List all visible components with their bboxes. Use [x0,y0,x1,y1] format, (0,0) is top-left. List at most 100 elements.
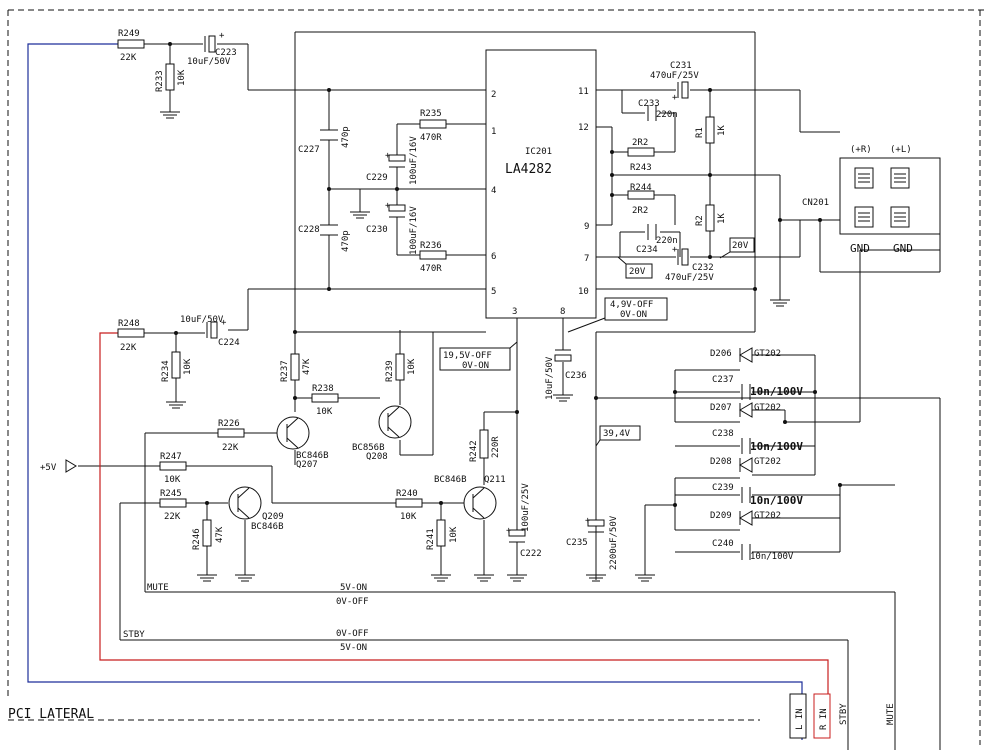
svg-text:22K: 22K [120,53,137,63]
svg-text:22K: 22K [222,443,239,453]
svg-text:470uF/25V: 470uF/25V [665,273,714,283]
svg-text:R245: R245 [160,489,182,499]
connector-gnd-right: GND [893,242,913,255]
r-in-wire [99,332,829,698]
svg-text:10n/100V: 10n/100V [750,385,803,398]
svg-text:10K: 10K [449,526,459,543]
svg-text:+: + [221,318,227,328]
svg-text:C234: C234 [636,245,658,255]
svg-text:220n: 220n [656,110,678,120]
svg-text:10n/100V: 10n/100V [750,494,803,507]
svg-text:Q208: Q208 [366,452,388,462]
svg-text:Q207: Q207 [296,460,318,470]
svg-text:10K: 10K [316,407,333,417]
resistor-r241: R241 10K [426,519,459,550]
resistor-r249: R249 22K [117,29,145,63]
svg-text:C240: C240 [712,539,734,549]
resistor-r226: R226 22K [217,419,245,453]
svg-text:+: + [385,201,391,211]
svg-text:R247: R247 [160,452,182,462]
annotation-pin8-on: 0V-ON [620,310,647,320]
junctions [168,42,842,507]
svg-text:R234: R234 [161,360,171,382]
capacitor-c239: C239 10n/100V [712,483,803,507]
label-mute: MUTE [147,583,169,593]
svg-text:220n: 220n [656,236,678,246]
svg-text:D206: D206 [710,349,732,359]
svg-text:10n/100V: 10n/100V [750,440,803,453]
label-l-in: L IN [795,708,805,730]
ic-ref: IC201 [525,147,552,157]
svg-text:GT202: GT202 [754,457,781,467]
label-pci-lateral: PCI LATERAL [8,707,94,722]
wiring [28,31,941,750]
svg-text:+: + [585,516,591,526]
svg-text:D207: D207 [710,403,732,413]
svg-text:D208: D208 [710,457,732,467]
svg-text:2R2: 2R2 [632,138,648,148]
svg-text:R226: R226 [218,419,240,429]
svg-text:R241: R241 [426,528,436,550]
diode-d208: D208 GT202 [710,457,781,473]
resistor-r245: R245 22K [159,489,187,522]
svg-text:GT202: GT202 [754,403,781,413]
svg-text:C224: C224 [218,338,240,348]
svg-text:R1: R1 [695,127,705,138]
svg-text:C233: C233 [638,99,660,109]
signal-labels: MUTE 5V-ON 0V-OFF STBY 0V-OFF 5V-ON PCI … [8,583,896,739]
label-stby-off: 0V-OFF [336,629,369,639]
svg-text:10K: 10K [400,512,417,522]
ic-pin-6: 6 [491,252,496,262]
svg-text:22K: 22K [164,512,181,522]
ic-pin-2: 2 [491,90,496,100]
svg-text:+: + [506,526,512,536]
ic-pin-12: 12 [578,123,589,133]
label-stby-on: 5V-ON [340,643,367,653]
svg-text:100uF/16V: 100uF/16V [409,136,419,185]
svg-text:R249: R249 [118,29,140,39]
ic-ic201: IC201 LA4282 2 1 4 6 5 11 12 9 7 10 3 8 [485,49,597,319]
svg-text:10uF/50V: 10uF/50V [187,57,231,67]
svg-text:GT202: GT202 [754,511,781,521]
label-stby: STBY [123,630,145,640]
svg-text:C239: C239 [712,483,734,493]
svg-text:10K: 10K [177,69,187,86]
svg-text:22K: 22K [120,343,137,353]
ic-pin-5: 5 [491,287,496,297]
svg-text:R246: R246 [192,528,202,550]
label-stby-vertical: STBY [839,703,849,725]
svg-text:C229: C229 [366,173,388,183]
connector-pos-r: (+R) [850,145,872,155]
connector-pos-l: (+L) [890,145,912,155]
svg-text:R233: R233 [155,70,165,92]
svg-text:1K: 1K [717,125,727,136]
svg-text:R248: R248 [118,319,140,329]
